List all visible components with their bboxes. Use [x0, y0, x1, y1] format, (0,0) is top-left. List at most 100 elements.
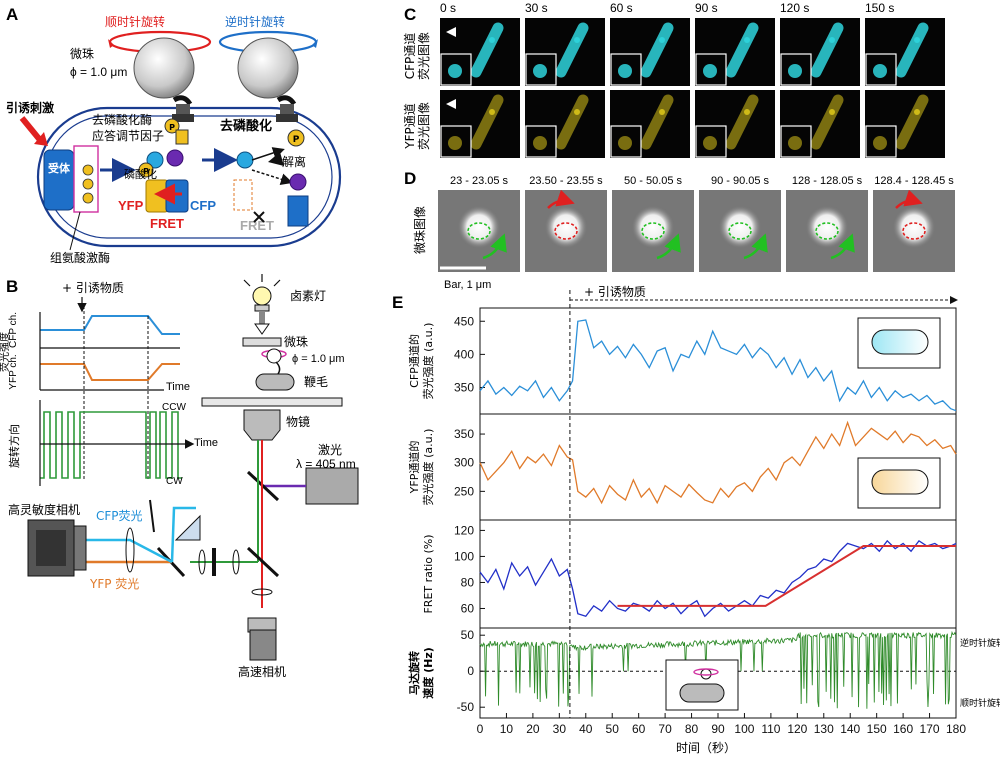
receptor-label-1: 受体: [48, 161, 71, 175]
cfp-inset-4: [780, 53, 812, 86]
cfp-inset-blob-4: [788, 64, 802, 78]
objective-label: 物镜: [286, 414, 310, 429]
cfp-inset-blob-0: [448, 64, 462, 78]
motor-cell-icon: [679, 683, 725, 703]
cfp-spot-3: [744, 37, 750, 43]
regulator-label: 应答调节因子: [92, 128, 164, 143]
bead-size-label: ϕ = 1.0 μm: [70, 65, 127, 79]
bead-spot-0: [457, 205, 501, 249]
bead-cw: [133, 37, 195, 99]
d-time-label-0: 23 - 23.05 s: [450, 175, 509, 187]
e-xtick-label-140: 140: [840, 722, 860, 736]
yfp-spot-2: [659, 109, 665, 115]
e-ytick-label-3-0: -50: [457, 700, 475, 714]
yfp-cell-3: [725, 94, 759, 150]
panel-label-d: D: [404, 169, 416, 188]
d-time-label-2: 50 - 50.05 s: [624, 175, 683, 187]
yfp-faded: [233, 179, 253, 211]
cfp-barrel: [165, 179, 189, 213]
rotation-square-wave: [40, 411, 182, 479]
phospho-2: [82, 178, 94, 190]
phospho-released: [287, 129, 305, 147]
yfp-pointer-arrow-icon: [446, 99, 456, 109]
e-plot-frame-2: [479, 519, 957, 629]
e-xtick-label-20: 20: [526, 722, 540, 736]
cfp-cell-1: [555, 22, 589, 78]
e-ytick-label-2-2: 100: [454, 549, 474, 563]
ccw-arrow-icon-3: [743, 233, 768, 260]
cfp-spot-4: [829, 37, 835, 43]
cfp-pointer-arrow-icon: [446, 27, 456, 37]
stimulus-arrowhead: [34, 132, 48, 146]
e-xtick-label-0: 0: [477, 722, 484, 736]
bead-label-b: 微珠: [284, 335, 308, 349]
e-ytick-label-1-0: 250: [454, 484, 474, 498]
yfp-spot-3: [744, 109, 750, 115]
yfp-inset-blob-3: [703, 136, 717, 150]
panel-label-e: E: [392, 293, 403, 312]
p-label-3: P: [293, 135, 300, 145]
e-ytick-label-1-1: 300: [454, 456, 474, 470]
e-xtick-label-60: 60: [632, 722, 646, 736]
e-xtick-label-40: 40: [579, 722, 593, 736]
cfp-spot-5: [914, 37, 920, 43]
yfp-spot-4: [829, 109, 835, 115]
p-label-2: P: [143, 167, 149, 176]
cw-arrow-icon-1: [547, 189, 575, 209]
cfp-chey: [146, 151, 164, 169]
c-time-label-1: 30 s: [525, 1, 548, 15]
phospho-complex: [138, 162, 154, 178]
cw-rotation-label: 顺时针旋转: [105, 14, 165, 29]
kinase-pointer: [69, 211, 81, 251]
yfp-inset-blob-5: [873, 136, 887, 150]
bead-trajectory-3: [728, 222, 752, 240]
phospho-3: [82, 192, 94, 204]
panel-label-c: C: [404, 5, 416, 24]
cfp-cell-0: [470, 22, 504, 78]
ccw-label: CCW: [162, 402, 186, 413]
e-ylabel-2: FRET ratio (%): [422, 534, 435, 613]
cfp-ch-label: CFP ch.: [8, 312, 19, 348]
bead-spot-1: [544, 205, 588, 249]
yfp-row-label: YFP通道荧光图像: [403, 102, 431, 150]
attractant-label-b: + 引诱物质: [62, 281, 124, 295]
e-ytick-label-1-2: 350: [454, 427, 474, 441]
bead-trajectory-2: [641, 222, 665, 240]
cfp-scheme-trace: [40, 315, 180, 335]
cfp-inset-blob-2: [618, 64, 632, 78]
cw-arrow-icon-5: [895, 189, 923, 209]
bead-label: 微珠: [70, 47, 94, 61]
phosphorylation-label: 磷酸化: [124, 167, 157, 181]
cfp-cell-icon: [871, 329, 929, 355]
dissoc-arrow-2: [251, 169, 293, 186]
ccw-side-label: 逆时针旋转: [960, 637, 1000, 649]
e-ylabel-1: YFP通道的荧光强度 (a.u.): [407, 429, 435, 506]
dephosphorylation-label: 去磷酸化: [220, 118, 272, 134]
e-xtick-label-150: 150: [867, 722, 887, 736]
ccw-arrowhead: [312, 39, 318, 48]
yfp-inset-2: [610, 125, 642, 158]
bead-ccw: [237, 37, 299, 99]
e-ytick-label-0-0: 350: [454, 381, 474, 395]
hs-camera-label: 高灵敏度相机: [8, 502, 80, 517]
e-ytick-label-0-1: 400: [454, 347, 474, 361]
flagellum-label: 鞭毛: [304, 375, 328, 389]
e-xtick-label-70: 70: [658, 722, 672, 736]
rotation-dir-label: 旋转方向: [7, 424, 21, 468]
cfp-cell-2: [640, 22, 674, 78]
c-time-label-2: 60 s: [610, 1, 633, 15]
e-ylabel-3: 马达旋转速度 (Hz): [407, 647, 435, 699]
ccw-arrow-icon-2: [656, 233, 681, 260]
yfp-cell-2: [640, 94, 674, 150]
e-ytick-label-2-3: 120: [454, 523, 474, 537]
phosphatase-shape: [268, 152, 284, 166]
d-time-label-1: 23.50 - 23.55 s: [529, 175, 603, 187]
d-time-label-3: 90 - 90.05 s: [711, 175, 770, 187]
panel-label-a: A: [6, 5, 18, 24]
yfp-ch-label: YFP ch.: [8, 354, 19, 389]
bead-spot-4: [805, 205, 849, 249]
x-axis-label: 时间（秒）: [676, 741, 736, 755]
e-series-0-0: [479, 319, 957, 412]
